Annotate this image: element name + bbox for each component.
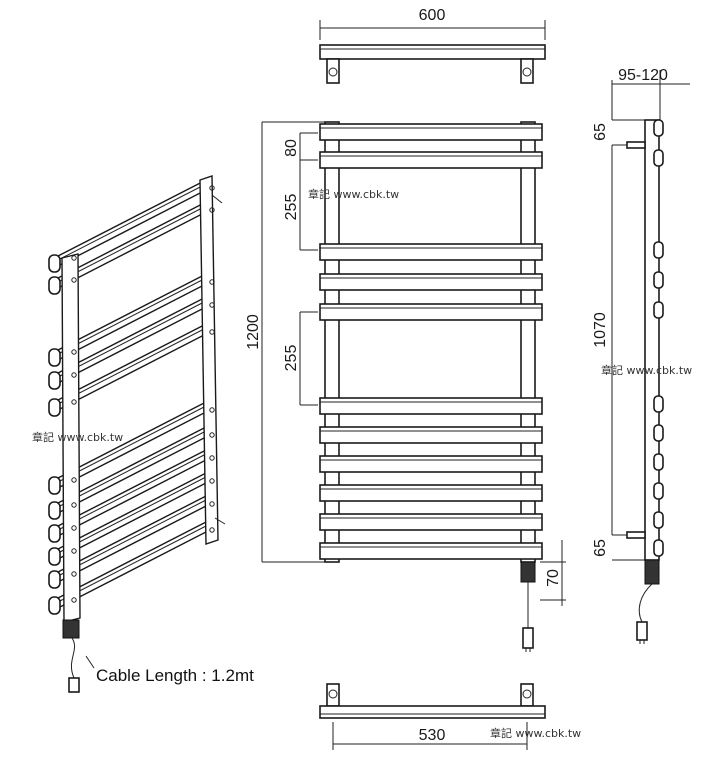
rail-bar bbox=[319, 426, 543, 444]
isometric-view: Cable Length : 1.2mt bbox=[48, 175, 254, 693]
iso-rail-end bbox=[48, 596, 61, 615]
side-ovals bbox=[653, 119, 664, 557]
rail-bar bbox=[319, 484, 543, 502]
iso-rail-end bbox=[48, 348, 61, 367]
iso-rail-end bbox=[48, 398, 61, 417]
watermark: 章記 www.cbk.tw bbox=[308, 187, 399, 201]
rail-end bbox=[653, 271, 664, 289]
front-view: 1200 80 255 255 70 bbox=[245, 121, 566, 652]
rail-end bbox=[653, 482, 664, 500]
dim-side-depth: 95-120 bbox=[618, 67, 668, 84]
rail-bar bbox=[319, 243, 543, 261]
rail-bar bbox=[319, 542, 543, 560]
dim-top-gap: 80 bbox=[283, 139, 300, 157]
iso-rail-end bbox=[48, 371, 61, 390]
watermark: 章記 www.cbk.tw bbox=[32, 430, 123, 444]
rail-end bbox=[653, 149, 664, 167]
iso-rail-end bbox=[48, 476, 61, 495]
cable-length-label: Cable Length : 1.2mt bbox=[96, 666, 254, 685]
iso-rail-end bbox=[48, 254, 61, 273]
iso-ovals bbox=[48, 185, 215, 615]
top-view: 600 bbox=[319, 7, 546, 84]
side-view: 95-120 1070 65 65 bbox=[592, 67, 690, 644]
rail-end bbox=[653, 241, 664, 259]
rail-end bbox=[653, 424, 664, 442]
dim-bracket-span: 1070 bbox=[592, 312, 609, 348]
rail-end bbox=[653, 119, 664, 137]
dim-cable-box: 70 bbox=[545, 569, 562, 587]
watermark: 章記 www.cbk.tw bbox=[601, 363, 692, 377]
dim-gap-lower: 255 bbox=[283, 345, 300, 372]
rail-end bbox=[653, 301, 664, 319]
dim-bracket-top: 65 bbox=[592, 123, 609, 141]
rail-bar bbox=[319, 397, 543, 415]
iso-rail-end bbox=[48, 276, 61, 295]
rail-end bbox=[653, 539, 664, 557]
iso-rail-end bbox=[48, 570, 61, 589]
rail-end bbox=[653, 511, 664, 529]
dim-bracket-bottom: 65 bbox=[592, 539, 609, 557]
rail-bar bbox=[319, 303, 543, 321]
iso-bars bbox=[57, 178, 207, 610]
rail-end bbox=[653, 395, 664, 413]
dim-bottom-width: 530 bbox=[419, 727, 446, 744]
iso-rail-end bbox=[48, 524, 61, 543]
iso-rail-end bbox=[48, 547, 61, 566]
cable-connector bbox=[520, 561, 536, 583]
dim-gap-upper: 255 bbox=[283, 194, 300, 221]
rail-bar bbox=[319, 513, 543, 531]
watermark: 章記 www.cbk.tw bbox=[490, 726, 581, 740]
rail-bar bbox=[319, 123, 543, 141]
rail-bar bbox=[319, 151, 543, 169]
bottom-view: 530 bbox=[319, 683, 546, 750]
rail-end bbox=[653, 453, 664, 471]
rail-bar bbox=[319, 273, 543, 291]
rail-bar bbox=[319, 455, 543, 473]
iso-rail-end bbox=[48, 501, 61, 520]
dim-top-width: 600 bbox=[419, 7, 446, 24]
front-bars bbox=[319, 123, 543, 560]
dim-total-height: 1200 bbox=[245, 314, 262, 350]
